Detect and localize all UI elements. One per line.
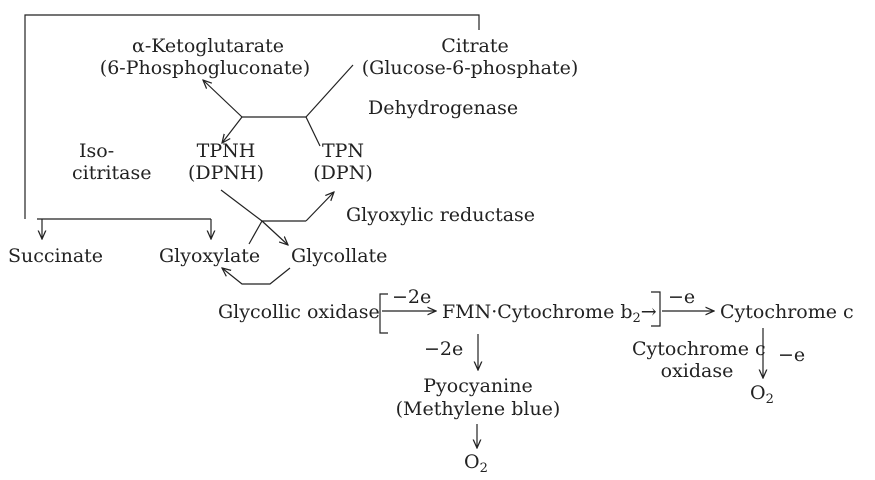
- o2-right-label: O2: [750, 382, 774, 411]
- glucose-6-phosphate-label: (Glucose-6-phosphate): [361, 57, 579, 79]
- o2-right-text: O: [750, 382, 766, 404]
- citrate-label: Citrate: [441, 35, 509, 57]
- arrow-to-tpnh: [222, 116, 243, 143]
- minus-2e-top-label: −2e: [392, 286, 432, 308]
- minus-e-down-label: −e: [778, 344, 806, 366]
- glyoxylic-reductase-label: Glyoxylic reductase: [346, 204, 536, 226]
- fmn-subscript: 2: [632, 311, 641, 326]
- glyoxylate-label: Glyoxylate: [159, 245, 261, 267]
- cytochrome-c-label: Cytochrome c: [720, 301, 854, 323]
- citrate-to-dehydrogenase: [305, 64, 354, 118]
- dehydrogenase-label: Dehydrogenase: [368, 97, 519, 119]
- tpnh-label: TPNH: [196, 140, 256, 162]
- cytochrome-c-oxidase-line1: Cytochrome c: [632, 338, 766, 360]
- dpn-label: (DPN): [313, 162, 373, 184]
- left-bracket: [379, 293, 388, 334]
- o2-bottom-text: O: [464, 451, 480, 473]
- tpn-to-dehydrogenase: [305, 116, 321, 147]
- dpnh-label: (DPNH): [187, 162, 265, 184]
- fmn-cytochrome-b2-label: FMN·Cytochrome b2→: [442, 301, 657, 330]
- alpha-ketoglutarate-label: α-Ketoglutarate: [132, 35, 284, 57]
- arrow-to-ketoglutarate: [203, 80, 243, 118]
- minus-e-top-label: −e: [668, 286, 696, 308]
- glycollate-label: Glycollate: [291, 245, 388, 267]
- glycollic-oxidase-label: Glycollic oxidase: [218, 301, 380, 323]
- arrow-to-dpn: [305, 192, 334, 222]
- right-bracket: [651, 291, 661, 327]
- citritase-label: citritase: [72, 162, 152, 184]
- pyocyanine-label: Pyocyanine: [423, 375, 533, 397]
- o2-right-subscript: 2: [765, 392, 774, 407]
- arrow-to-glyoxylate-return: [222, 268, 291, 285]
- dpnh-to-reductase: [220, 189, 263, 222]
- fmn-cytochrome-text: FMN·Cytochrome b: [442, 301, 633, 323]
- outer-loop-line: [24, 14, 480, 219]
- arrow-to-glycollate: [261, 220, 288, 245]
- o2-bottom-label: O2: [464, 451, 488, 480]
- minus-2e-down-label: −2e: [424, 338, 464, 360]
- phosphogluconate-label: (6-Phosphogluconate): [99, 57, 311, 79]
- fmn-trailing-arrow: →: [640, 301, 657, 323]
- glyoxylate-to-reductase: [248, 220, 263, 245]
- iso-label: Iso-: [79, 140, 115, 162]
- methylene-blue-label: (Methylene blue): [395, 398, 561, 420]
- cytochrome-c-oxidase-line2: oxidase: [660, 360, 734, 382]
- succinate-label: Succinate: [8, 245, 104, 267]
- o2-bottom-subscript: 2: [479, 461, 488, 476]
- tpn-label: TPN: [321, 140, 365, 162]
